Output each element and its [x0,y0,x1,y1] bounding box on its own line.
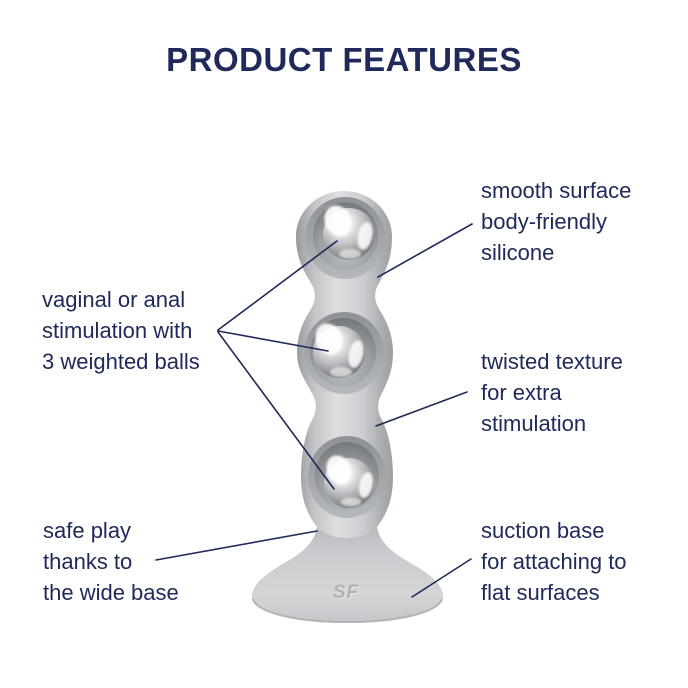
callout-safe-play: safe play thanks to the wide base [43,518,179,605]
ball-unit-bottom [308,436,386,518]
callout-line-ball-top [217,240,338,331]
callout-suction-base: suction base for attaching to flat surfa… [481,518,627,605]
callout-line-smooth-surface [377,223,473,278]
ball-unit-top [305,197,385,279]
callout-line-twisted-texture [375,391,468,427]
brand-logo: SF SF [333,582,361,604]
callout-weighted-balls: vaginal or anal stimulation with 3 weigh… [42,287,200,374]
callout-smooth-surface: smooth surface body-friendly silicone [481,178,632,265]
page-title: PRODUCT FEATURES [166,41,522,78]
svg-text:SF: SF [334,583,361,604]
callout-twisted-texture: twisted texture for extra stimulation [481,349,623,436]
brand-logo-text: SF [333,582,360,603]
ball-unit-middle [304,312,384,394]
callout-line-ball-bottom [217,331,335,490]
callout-line-safe-play [155,530,318,561]
product-body [252,191,443,623]
callout-line-ball-middle [217,330,329,352]
suction-base: SF SF [252,527,443,624]
callout-line-suction-base [411,558,472,598]
